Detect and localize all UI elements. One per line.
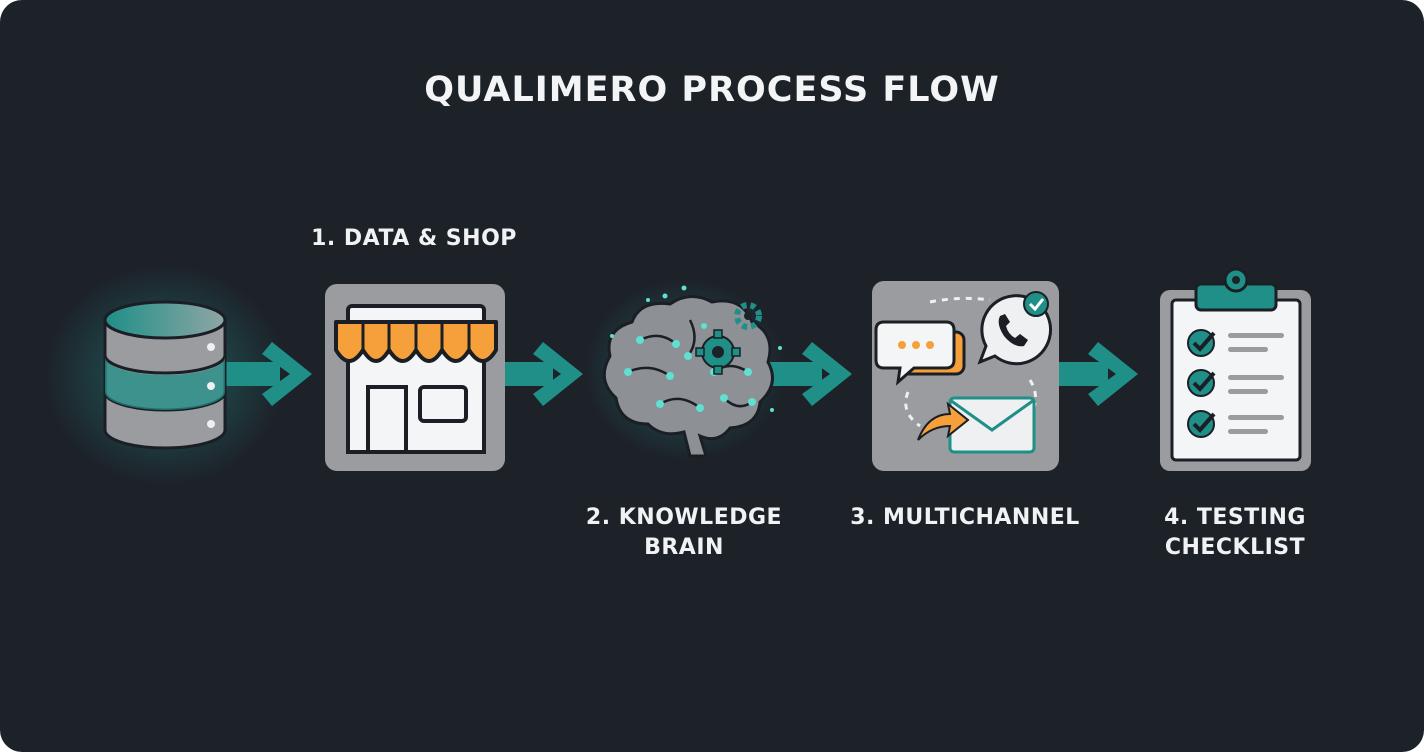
small-gear-icon: [734, 302, 762, 330]
diagram-title: QUALIMERO PROCESS FLOW: [424, 70, 1000, 110]
step-4-label: 4. TESTING CHECKLIST: [1164, 505, 1306, 560]
shop-icon: [325, 284, 505, 471]
step-3-label: 3. MULTICHANNEL: [850, 505, 1080, 530]
flow-arrow-4: [1058, 342, 1138, 406]
flow-arrow-2: [505, 342, 583, 406]
step-2-label: 2. KNOWLEDGE BRAIN: [585, 505, 783, 560]
checklist-item: [1187, 410, 1284, 438]
gear-icon: [695, 329, 741, 375]
step-1-label: 1. DATA & SHOP: [311, 226, 517, 251]
checklist-item: [1187, 329, 1284, 357]
multichannel-icon: [872, 281, 1059, 471]
check-badge-icon: [1023, 291, 1049, 317]
checklist-icon: [1160, 267, 1311, 471]
checklist-item: [1187, 369, 1284, 397]
brain-icon: [585, 280, 785, 460]
database-icon: [45, 265, 285, 485]
